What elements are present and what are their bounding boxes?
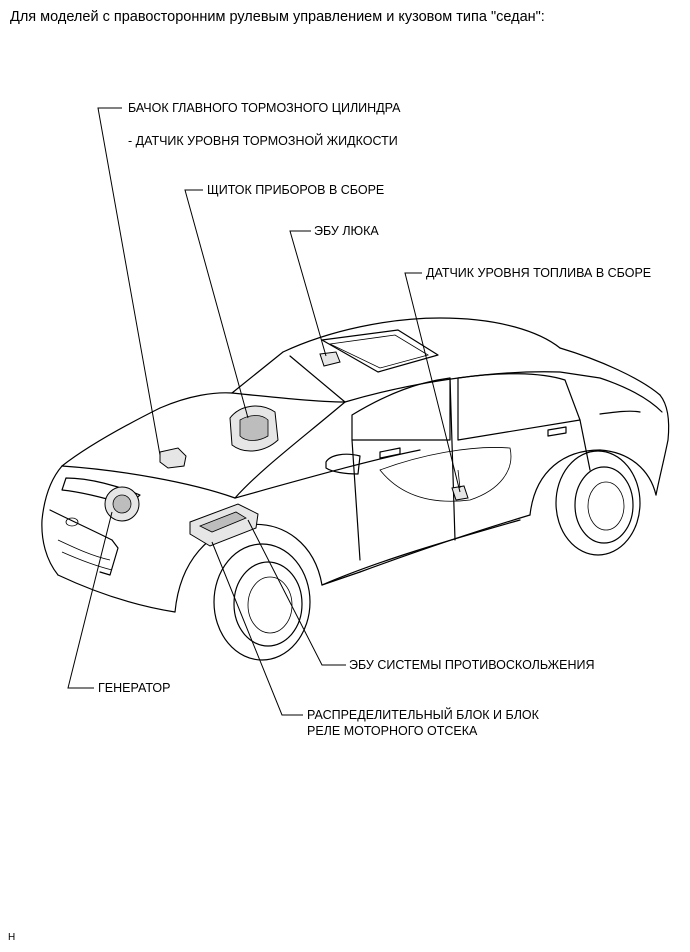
- sunroof-ecu-part: [319, 351, 341, 367]
- generator-part: [104, 486, 140, 522]
- label-skid-control-ecu: ЭБУ СИСТЕМЫ ПРОТИВОСКОЛЬЖЕНИЯ: [349, 658, 595, 672]
- label-relay-block-line1: РАСПРЕДЕЛИТЕЛЬНЫЙ БЛОК И БЛОК: [307, 708, 539, 722]
- label-instrument-cluster: ЩИТОК ПРИБОРОВ В СБОРЕ: [207, 183, 385, 197]
- page-heading: Для моделей с правосторонним рулевым упр…: [10, 9, 545, 25]
- brake-reservoir-part: [159, 447, 187, 469]
- instrument-cluster-part: [229, 405, 279, 452]
- label-sunroof-ecu: ЭБУ ЛЮКА: [314, 224, 379, 238]
- fuel-sender-part: [451, 469, 469, 501]
- label-brake-fluid-sensor: - ДАТЧИК УРОВНЯ ТОРМОЗНОЙ ЖИДКОСТИ: [128, 134, 398, 148]
- car-body: [41, 317, 670, 661]
- label-generator: ГЕНЕРАТОР: [98, 681, 171, 695]
- label-relay-block-line2: РЕЛЕ МОТОРНОГО ОТСЕКА: [307, 724, 478, 738]
- label-brake-reservoir: БАЧОК ГЛАВНОГО ТОРМОЗНОГО ЦИЛИНДРА: [128, 101, 401, 115]
- leader-lines: [67, 107, 461, 716]
- label-fuel-sender: ДАТЧИК УРОВНЯ ТОПЛИВА В СБОРЕ: [426, 266, 652, 280]
- figure-code: H: [8, 932, 16, 943]
- relay-block-part: [189, 503, 259, 547]
